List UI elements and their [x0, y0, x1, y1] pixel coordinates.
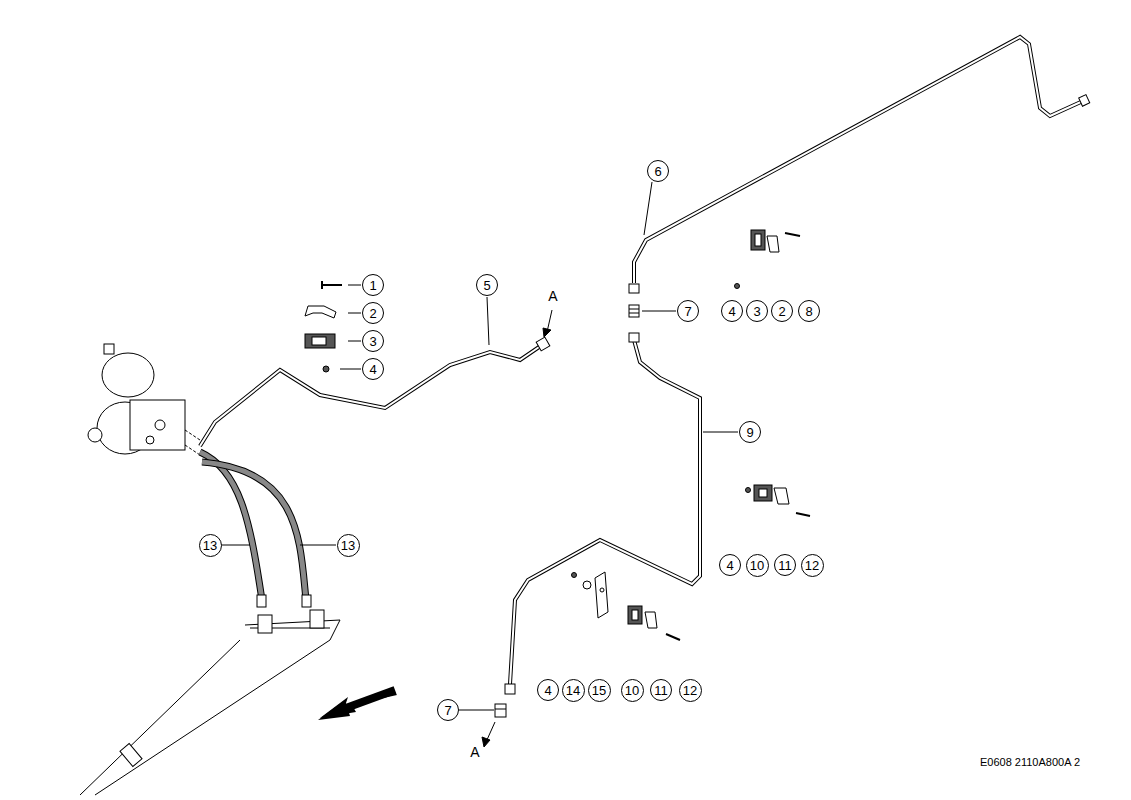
callout-circle: 4 [537, 679, 559, 701]
callout-circle: 7 [437, 699, 459, 721]
callout-number: 13 [341, 539, 355, 552]
callout-number: 9 [746, 426, 753, 439]
callout-number: 6 [654, 165, 661, 178]
callout-circle: 12 [801, 554, 824, 577]
callout-circle: 5 [476, 274, 498, 296]
callout-circle: 1 [362, 274, 384, 296]
callout-circle: 13 [337, 534, 360, 557]
callout-circle: 15 [588, 679, 611, 702]
callout-circle: 6 [647, 160, 669, 182]
callout-number: 11 [778, 559, 792, 572]
callout-number: 14 [566, 684, 580, 697]
callout-circle: 7 [677, 300, 699, 322]
callout-number: 8 [805, 305, 812, 318]
callout-circle: 14 [562, 679, 585, 702]
callout-number: 13 [203, 539, 217, 552]
callout-number: 5 [483, 279, 490, 292]
callout-number: 4 [728, 305, 735, 318]
callout-number: 12 [805, 559, 819, 572]
callout-circle: 2 [362, 302, 384, 324]
callout-number: 11 [654, 684, 668, 697]
drawing-code: E0608 2110A800A 2 [980, 757, 1080, 768]
callout-number: 7 [444, 704, 451, 717]
callout-circle: 8 [798, 300, 820, 322]
callout-circle: 4 [719, 554, 741, 576]
callout-circle: 11 [774, 554, 796, 576]
callout-circle: 10 [621, 679, 644, 702]
callout-number: 4 [726, 559, 733, 572]
callout-number: 15 [592, 684, 606, 697]
callout-number: 10 [750, 559, 764, 572]
callout-circle: 10 [746, 554, 769, 577]
callout-number: 10 [625, 684, 639, 697]
callout-number: 12 [683, 684, 697, 697]
callout-number: 7 [684, 305, 691, 318]
callout-number: 3 [369, 335, 376, 348]
callout-number: 4 [369, 363, 376, 376]
callout-number: 2 [369, 307, 376, 320]
callout-circle: 13 [199, 534, 222, 557]
callout-circle: 12 [679, 679, 702, 702]
callout-circle: 3 [362, 330, 384, 352]
section-marker: A [470, 745, 479, 759]
callout-circle: 4 [362, 358, 384, 380]
callout-number: 3 [753, 305, 760, 318]
callout-circle: 9 [739, 421, 761, 443]
callout-circle: 4 [721, 300, 743, 322]
callout-number: 4 [544, 684, 551, 697]
callout-number: 1 [369, 279, 376, 292]
callout-circle: 11 [650, 679, 672, 701]
section-marker: A [548, 289, 557, 303]
callout-number: 2 [778, 305, 785, 318]
callout-circle: 2 [771, 300, 793, 322]
callout-circle: 3 [746, 300, 768, 322]
